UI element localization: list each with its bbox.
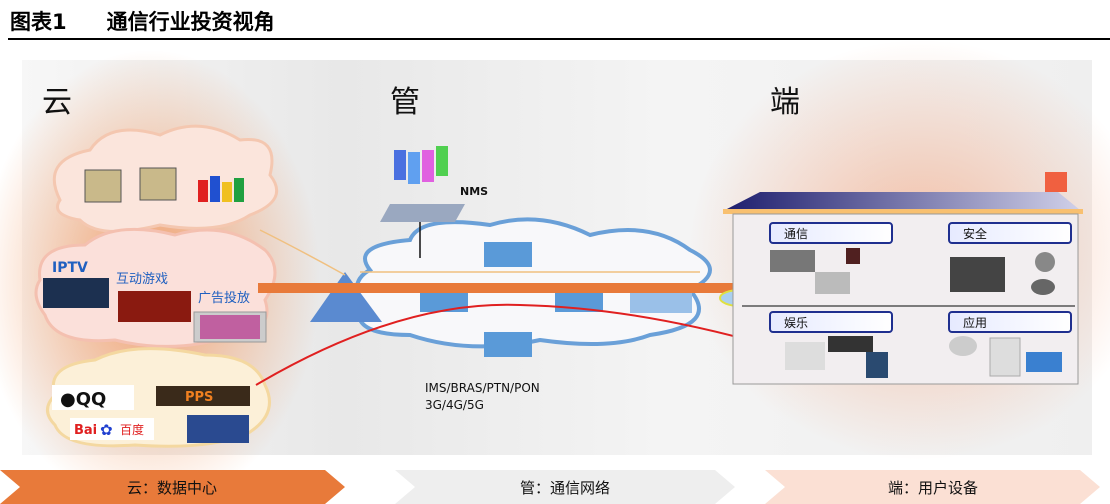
computer-icon — [785, 342, 825, 370]
baidu-logo — [70, 418, 154, 440]
internet-apps-cloud: ●QQ PPS Bai✿ 百度 — [46, 347, 271, 448]
label-box-entertainment — [769, 311, 893, 333]
mobile-icon — [846, 248, 860, 264]
svg-text:百度: 百度 — [120, 422, 144, 437]
zone-end-label: 端 — [770, 85, 800, 120]
chimney — [1045, 172, 1067, 192]
tablet-icon — [866, 352, 888, 378]
communication-label: 通信 — [784, 227, 808, 241]
games-label: 互动游戏 — [116, 272, 168, 287]
application-label: 应用 — [963, 315, 987, 330]
home-devices-house: 通信 安全 娱乐 应用 — [723, 172, 1083, 385]
title-rule — [8, 38, 1110, 40]
orange-backbone-bar — [258, 283, 800, 293]
ads-label: 广告投放 — [198, 290, 250, 306]
label-box-application — [948, 311, 1072, 333]
entertainment-label: 娱乐 — [784, 316, 808, 330]
zone-pipe-label: 管 — [390, 85, 420, 120]
game-screenshot — [118, 291, 191, 322]
database-icon — [210, 176, 220, 202]
database-icon — [222, 182, 232, 202]
svg-text:PPS: PPS — [185, 390, 213, 405]
pps-logo — [156, 386, 250, 406]
router-icon — [484, 242, 532, 267]
label-box-communication — [769, 222, 893, 244]
nms-label: NMS — [460, 185, 488, 198]
tv-icon — [828, 336, 873, 352]
network-cloud: NMS IMS/BRAS/PTN/PON 3G/4G/5G — [310, 146, 712, 412]
nms-server-icon — [394, 150, 406, 180]
dome-camera-icon — [1031, 279, 1055, 295]
nms-platform-icon — [380, 204, 465, 222]
router-icon — [484, 332, 532, 357]
svg-text:●QQ: ●QQ — [60, 389, 106, 410]
security-label: 安全 — [963, 226, 987, 241]
cctv-monitor-icon — [950, 257, 1005, 292]
database-icon — [198, 180, 208, 202]
iptv-screenshot — [43, 278, 109, 308]
label-box-security — [948, 222, 1072, 244]
switch-icon — [420, 290, 468, 312]
figure-title: 图表1 通信行业投资视角 — [10, 6, 275, 36]
house-roof — [725, 192, 1080, 210]
fridge-icon — [989, 337, 1021, 377]
red-connection-line — [255, 303, 801, 386]
qq-logo — [52, 385, 134, 410]
media-cloud: IPTV 互动游戏 广告投放 — [34, 227, 277, 348]
zone-cloud-label: 云 — [42, 85, 72, 120]
server-icon — [139, 167, 177, 201]
webcam-icon — [1035, 252, 1055, 272]
footer-banner-cloud — [0, 470, 345, 504]
iptv-label: IPTV — [52, 260, 88, 276]
tech-line-2: 3G/4G/5G — [425, 398, 484, 412]
cloud-link — [259, 229, 346, 276]
phone-icon — [770, 250, 815, 272]
footer-banner-pipe — [395, 470, 735, 504]
footer-pipe-label: 管：通信网络 — [520, 479, 610, 497]
tech-line-1: IMS/BRAS/PTN/PON — [425, 381, 540, 395]
pplive-logo — [187, 415, 249, 443]
database-icon — [234, 178, 244, 202]
figure-number: 图表1 — [10, 10, 67, 34]
footer-end-label: 端：用户设备 — [888, 479, 978, 497]
monitor-icon — [1026, 352, 1062, 372]
footer-banner-end — [765, 470, 1100, 504]
figure-title-text: 通信行业投资视角 — [106, 10, 275, 34]
datacenter-cloud — [52, 124, 279, 233]
server-icon — [84, 169, 122, 203]
appliance-icon — [949, 336, 977, 356]
svg-text:Bai: Bai — [74, 423, 97, 438]
svg-text:✿: ✿ — [100, 421, 113, 439]
footer-cloud-label: 云：数据中心 — [127, 479, 217, 497]
videophone-icon — [815, 272, 850, 294]
gateway-pyramid-icon — [310, 272, 382, 322]
